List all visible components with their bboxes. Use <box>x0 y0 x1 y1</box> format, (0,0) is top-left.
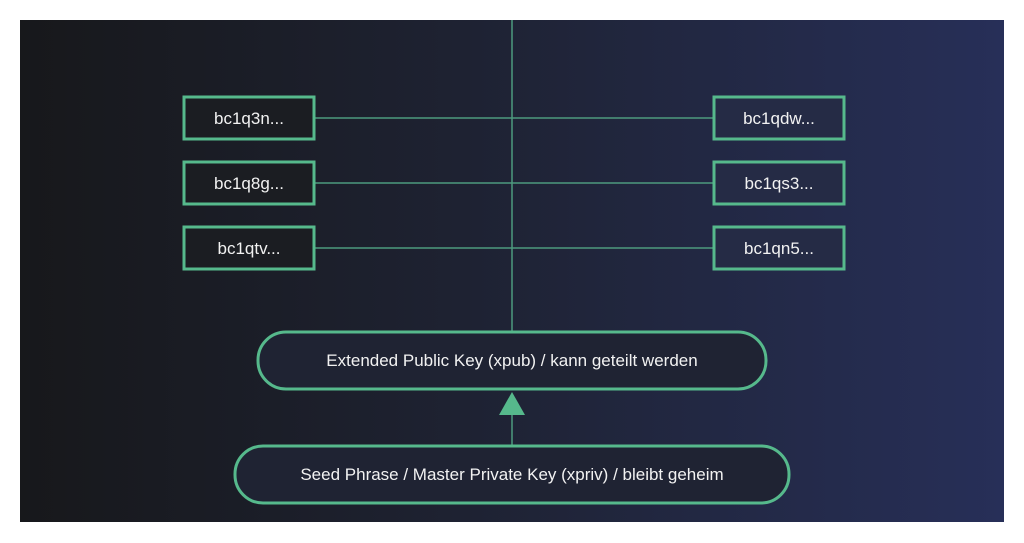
xpub-node: Extended Public Key (xpub) / kann geteil… <box>256 330 768 391</box>
address-label: bc1q8g... <box>214 174 284 193</box>
address-label: bc1qtv... <box>218 239 281 258</box>
xpub-label: Extended Public Key (xpub) / kann geteil… <box>326 351 697 370</box>
left-address-box: bc1q8g... <box>182 160 316 206</box>
address-label: bc1qs3... <box>745 174 814 193</box>
address-label: bc1qn5... <box>744 239 814 258</box>
right-address-box: bc1qn5... <box>712 225 846 271</box>
xpriv-node: Seed Phrase / Master Private Key (xpriv)… <box>233 444 791 505</box>
right-address-box: bc1qdw... <box>712 95 846 141</box>
left-address-box: bc1q3n... <box>182 95 316 141</box>
arrow-up-icon <box>499 392 525 415</box>
xpriv-label: Seed Phrase / Master Private Key (xpriv)… <box>300 465 723 484</box>
address-label: bc1qdw... <box>743 109 815 128</box>
address-label: bc1q3n... <box>214 109 284 128</box>
right-address-box: bc1qs3... <box>712 160 846 206</box>
left-address-box: bc1qtv... <box>182 225 316 271</box>
